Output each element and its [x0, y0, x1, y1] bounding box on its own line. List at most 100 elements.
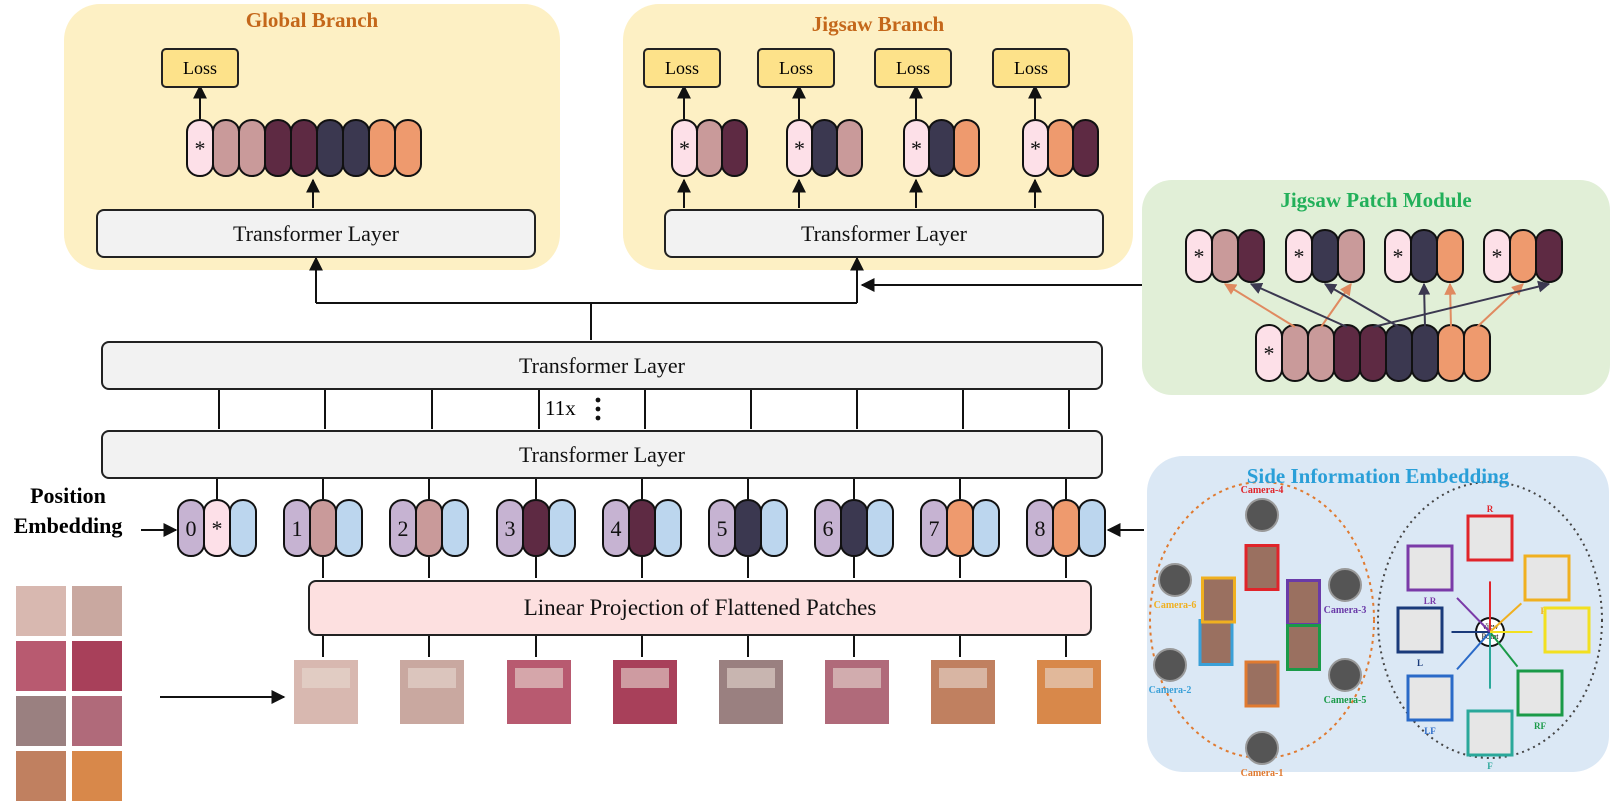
jigsaw-group-1-token-0-text: *: [794, 136, 805, 161]
patch-embedding-6: [840, 499, 868, 557]
jigsaw-loss-box-2: Loss: [757, 48, 835, 88]
source-image-cell-3: [72, 641, 122, 691]
image-patch-7-shade: [1045, 668, 1093, 688]
backbone-bottom-transformer-layer: Transformer Layer: [101, 430, 1103, 479]
viewpoint-ring: [1377, 481, 1603, 759]
jpm-group-3-token-1: [1509, 229, 1537, 283]
jpm-shuffle-arrow-5: [1476, 283, 1524, 328]
global-branch-token-6: [342, 119, 370, 177]
side-embedding-1: [335, 499, 363, 557]
jpm-sequence-token-2: [1307, 324, 1335, 382]
patch-embedding-1: [309, 499, 337, 557]
global-branch-token-5: [316, 119, 344, 177]
viewpoint-label-3: F: [1487, 761, 1493, 771]
jpm-group-3-token-0-text: *: [1492, 244, 1503, 269]
jpm-sequence-token-1: [1281, 324, 1309, 382]
camera-view-2: [1198, 619, 1234, 666]
image-patch-3-shade: [621, 668, 669, 688]
position-embedding-8-text: 8: [1035, 516, 1046, 541]
linear-projection-box: Linear Projection of Flattened Patches: [308, 580, 1092, 636]
image-patch-4-shade: [727, 668, 775, 688]
viewpoint-ray-1: [1489, 602, 1523, 633]
jigsaw-group-3-token-1: [1047, 119, 1074, 177]
global-branch-token-2: [238, 119, 266, 177]
jigsaw-transformer-layer: Transformer Layer: [664, 209, 1104, 258]
jpm-sequence-token-3: [1333, 324, 1361, 382]
position-embedding-0-text: 0: [186, 516, 197, 541]
backbone-top-transformer-layer: Transformer Layer: [101, 341, 1103, 390]
repeat-dot-1: [595, 406, 601, 412]
global-branch-token-1: [212, 119, 240, 177]
viewpoint-car-5: [1396, 606, 1444, 654]
patch-embedding-7: [946, 499, 974, 557]
global-branch-title: Global Branch: [245, 8, 379, 32]
jpm-group-0-token-2: [1237, 229, 1265, 283]
jigsaw-group-2-token-1: [928, 119, 955, 177]
camera-view-1: [1244, 660, 1280, 708]
camera-icon-3: [1328, 568, 1362, 602]
side-embedding-6: [866, 499, 894, 557]
side-embedding-2: [441, 499, 469, 557]
jpm-shuffle-arrow-2: [1323, 283, 1400, 328]
position-embedding-5-text: 5: [717, 516, 728, 541]
viewpoint-ray-6: [1456, 597, 1491, 633]
camera-label-5: Camera-5: [1324, 695, 1367, 706]
jigsaw-group-3-token-2: [1072, 119, 1099, 177]
jpm-shuffle-arrow-6: [1249, 282, 1348, 328]
source-image-cell-5: [72, 696, 122, 746]
jpm-sequence-token-8: [1463, 324, 1491, 382]
jigsaw-group-0-token-2: [721, 119, 748, 177]
side-embedding-4: [654, 499, 682, 557]
jpm-shuffle-arrow-7: [1372, 280, 1551, 328]
camera-icon-5: [1328, 658, 1362, 692]
camera-label-2: Camera-2: [1149, 685, 1192, 696]
global-branch-token-4: [290, 119, 318, 177]
jpm-sequence-token-5: [1385, 324, 1413, 382]
viewpoint-car-4: [1406, 674, 1454, 722]
patch-embedding-2: [415, 499, 443, 557]
jpm-group-0-token-0-text: *: [1194, 244, 1205, 269]
side-embedding-3: [548, 499, 576, 557]
jigsaw-group-0-token-1: [696, 119, 723, 177]
viewpoint-label-6: LR: [1424, 596, 1437, 606]
viewpoint-car-7: [1543, 606, 1591, 654]
position-embedding-1-text: 1: [292, 516, 303, 541]
camera-label-3: Camera-3: [1324, 605, 1367, 616]
position-embedding-label: Position Embedding: [0, 481, 136, 541]
jigsaw-group-0-token-0-text: *: [679, 136, 690, 161]
viewpoint-car-3: [1466, 709, 1514, 757]
patch-embedding-3: [522, 499, 550, 557]
camera-view-5: [1286, 624, 1321, 671]
camera-icon-4: [1245, 498, 1279, 532]
jigsaw-loss-box-1: Loss: [643, 48, 721, 88]
viewpoint-label-2: RF: [1534, 721, 1546, 731]
source-image-cell-6: [16, 751, 66, 801]
viewpoint-car-1: [1523, 554, 1571, 602]
image-patch-6-shade: [939, 668, 987, 688]
global-branch-token-3: [264, 119, 292, 177]
side-embedding-8: [1078, 499, 1106, 557]
viewpoint-label-5: L: [1417, 658, 1423, 668]
jpm-sequence-token-7: [1437, 324, 1465, 382]
global-branch-token-7: [368, 119, 396, 177]
camera-icon-6: [1158, 563, 1192, 597]
source-image-cell-4: [16, 696, 66, 746]
image-patch-2-shade: [515, 668, 563, 688]
jpm-shuffle-arrow-3: [1418, 282, 1431, 328]
image-patch-1-shade: [408, 668, 456, 688]
viewpoint-label-0: R: [1487, 504, 1494, 514]
position-embedding-6-text: 6: [823, 516, 834, 541]
camera-view-3: [1286, 579, 1321, 626]
jpm-shuffle-arrow-4: [1444, 282, 1457, 328]
viewpoint-label-4: LF: [1424, 726, 1436, 736]
jpm-group-1-token-0-text: *: [1294, 244, 1305, 269]
jpm-shuffle-arrow-1: [1320, 283, 1352, 328]
jpm-sequence-token-0-text: *: [1264, 341, 1275, 366]
global-transformer-layer: Transformer Layer: [96, 209, 536, 258]
patch-embedding-4: [628, 499, 656, 557]
source-image-cell-0: [16, 586, 66, 636]
jpm-sequence-token-4: [1359, 324, 1387, 382]
viewpoint-car-6: [1406, 544, 1454, 592]
